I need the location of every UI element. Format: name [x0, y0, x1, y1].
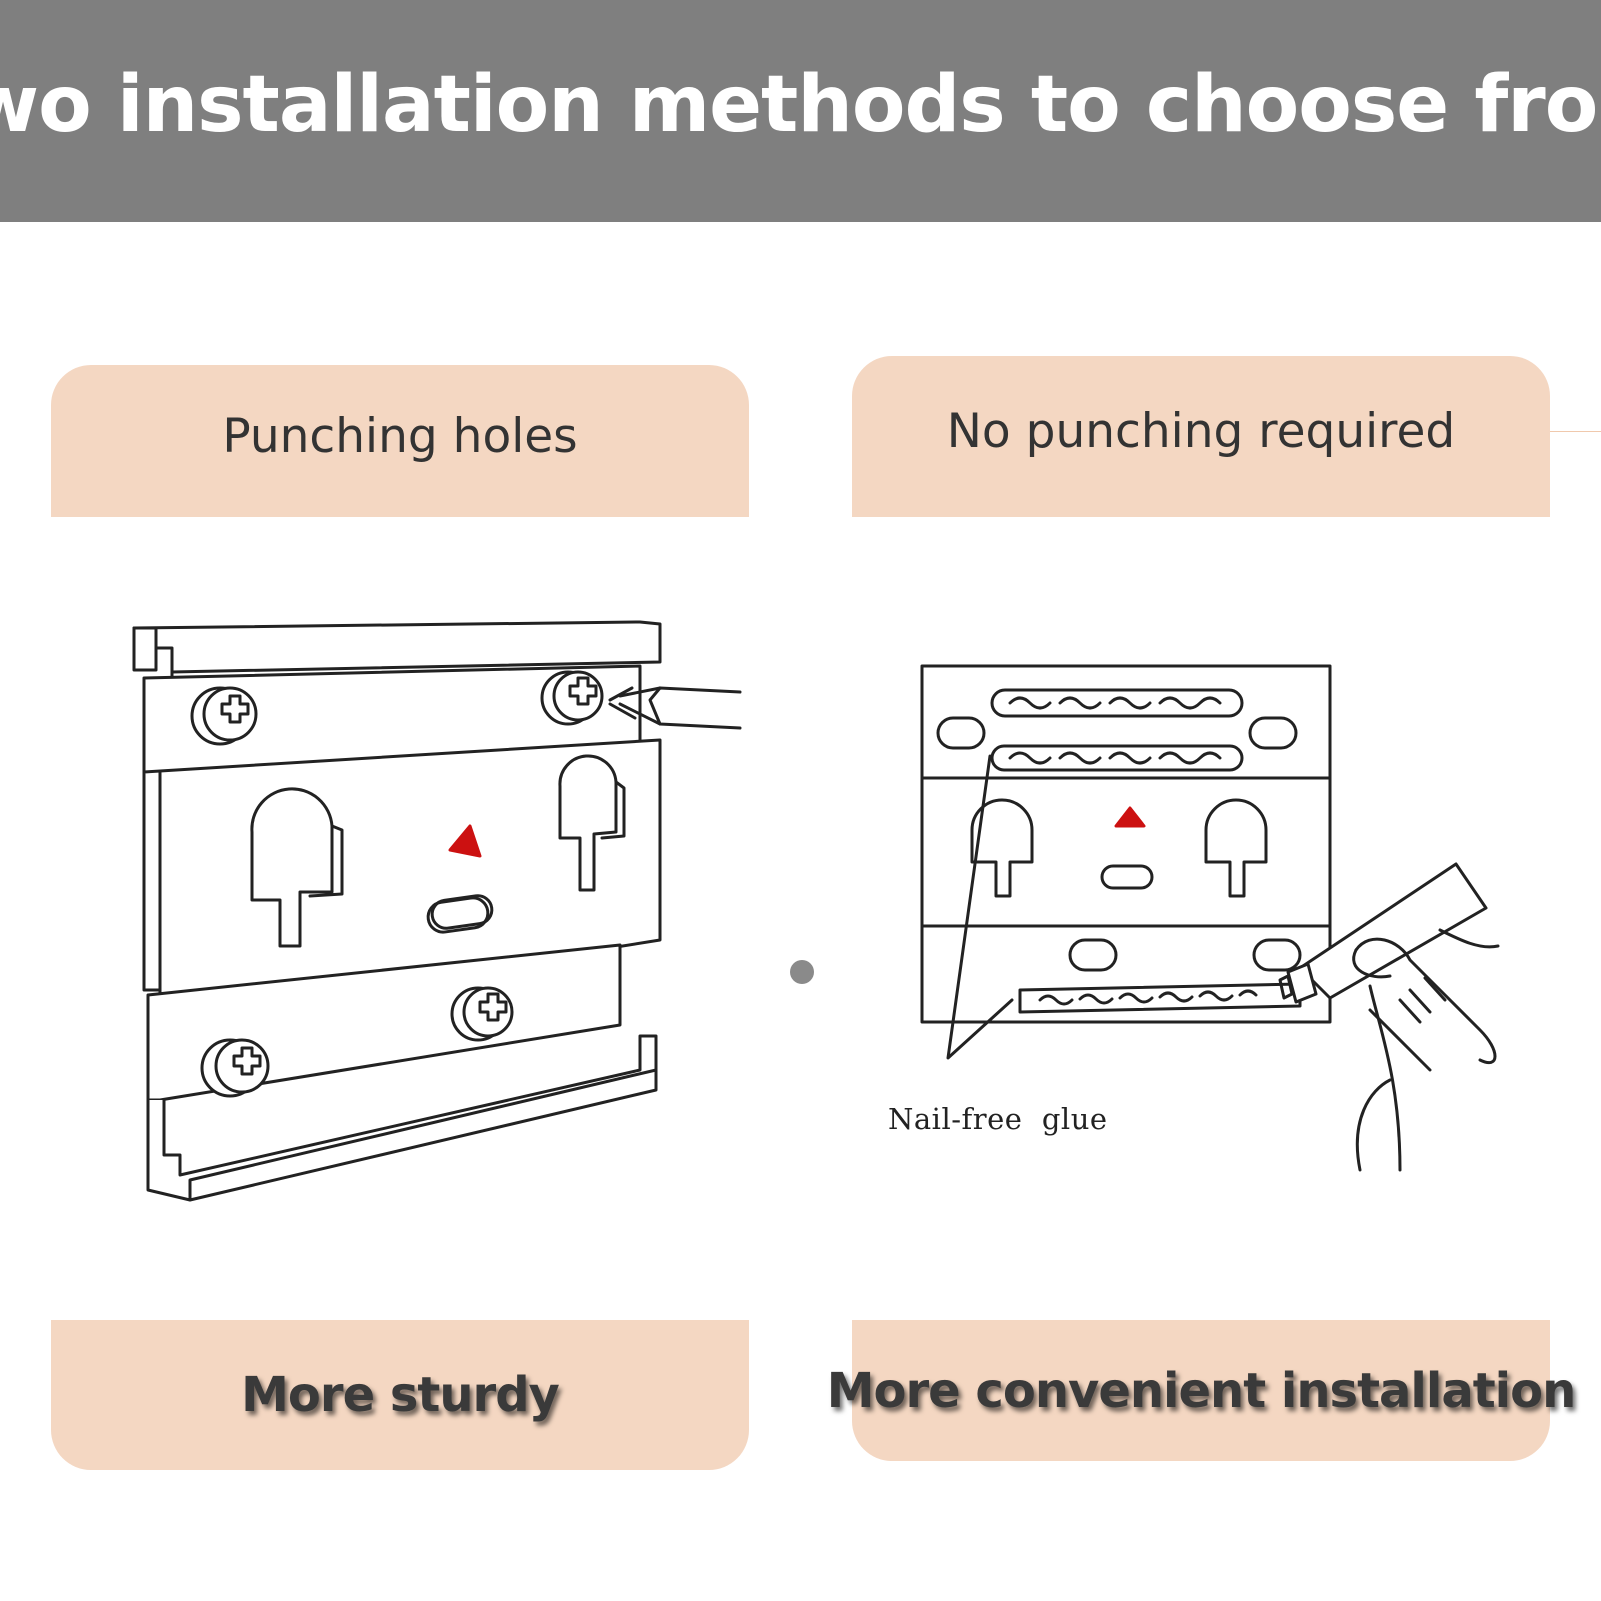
- screw-bracket-illustration: [132, 620, 742, 1202]
- method-punching-benefit: More sturdy: [51, 1320, 749, 1470]
- screw-icon: [190, 686, 258, 746]
- divider-dot: [790, 960, 814, 984]
- method-punching-benefit-label: More sturdy: [241, 1367, 560, 1423]
- keyhole-slot-icon: [1204, 798, 1268, 898]
- screw-icon: [540, 670, 604, 726]
- page-title: Two installation methods to choose from: [0, 60, 1601, 150]
- keyhole-slot-icon: [558, 754, 626, 892]
- glue-tube-icon: [1278, 862, 1488, 1004]
- keyhole-slot-icon: [970, 798, 1034, 898]
- screw-icon: [200, 1038, 270, 1098]
- method-punching-title-label: Punching holes: [222, 408, 578, 464]
- triangle-marker-icon: [1114, 806, 1146, 828]
- triangle-marker-icon: [448, 824, 482, 858]
- screwdriver-icon: [608, 686, 742, 730]
- decorative-line: [1550, 431, 1601, 432]
- header-banner: Two installation methods to choose from: [0, 0, 1601, 222]
- keyhole-slot-icon: [250, 787, 344, 948]
- method-no-punching-title-label: No punching required: [946, 404, 1456, 459]
- nail-free-glue-label: Nail-free glue: [888, 1102, 1108, 1136]
- method-no-punching-benefit: More convenient installation: [827, 1320, 1576, 1461]
- hand-icon: [1352, 928, 1500, 1172]
- method-punching-title: Punching holes: [51, 365, 749, 517]
- screw-icon: [450, 986, 514, 1042]
- method-no-punching-benefit-label: More convenient installation: [826, 1362, 1577, 1419]
- glue-bracket-illustration: [920, 664, 1500, 1172]
- method-no-punching-title: No punching required: [852, 356, 1550, 517]
